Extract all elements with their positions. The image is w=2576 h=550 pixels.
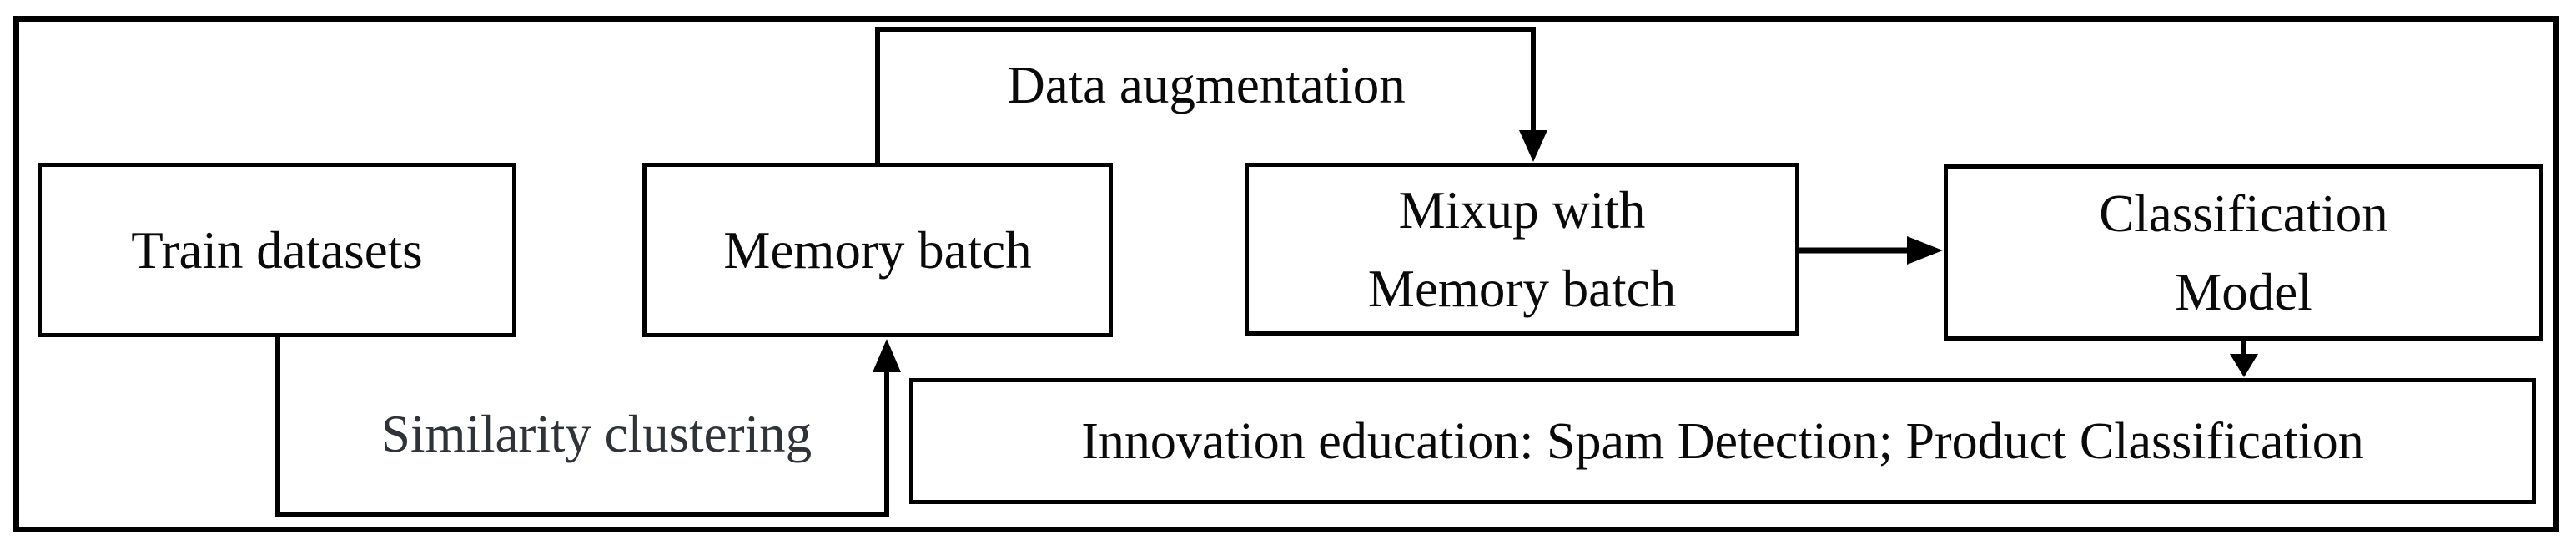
edge-similarity-clustering-arrowhead-icon (873, 339, 901, 372)
edge-mixup-to-model-arrowhead-icon (1907, 236, 1943, 265)
edge-data-augmentation-arrowhead-icon (1519, 130, 1547, 162)
edge-similarity-clustering-line (275, 336, 889, 517)
node-memory-batch-label: Memory batch (723, 220, 1032, 280)
edge-label-similarity-clustering: Similarity clustering (380, 404, 813, 463)
edge-data-augmentation-line (875, 27, 1536, 164)
node-applications: Innovation education: Spam Detection; Pr… (909, 378, 2536, 504)
node-classification-model: Classification Model (1944, 164, 2543, 341)
node-memory-batch: Memory batch (642, 163, 1113, 337)
edge-label-data-augmentation: Data augmentation (1007, 55, 1406, 114)
node-mixup-with-memory-batch-label: Mixup with Memory batch (1367, 180, 1677, 318)
node-train-datasets: Train datasets (38, 163, 516, 337)
edge-model-to-applications-arrowhead-icon (2230, 354, 2258, 377)
node-applications-label: Innovation education: Spam Detection; Pr… (1081, 412, 2364, 470)
figure-border (13, 16, 2559, 532)
node-train-datasets-label: Train datasets (131, 220, 423, 280)
node-mixup-with-memory-batch: Mixup with Memory batch (1245, 163, 1799, 336)
node-classification-model-label: Classification Model (2099, 184, 2388, 321)
